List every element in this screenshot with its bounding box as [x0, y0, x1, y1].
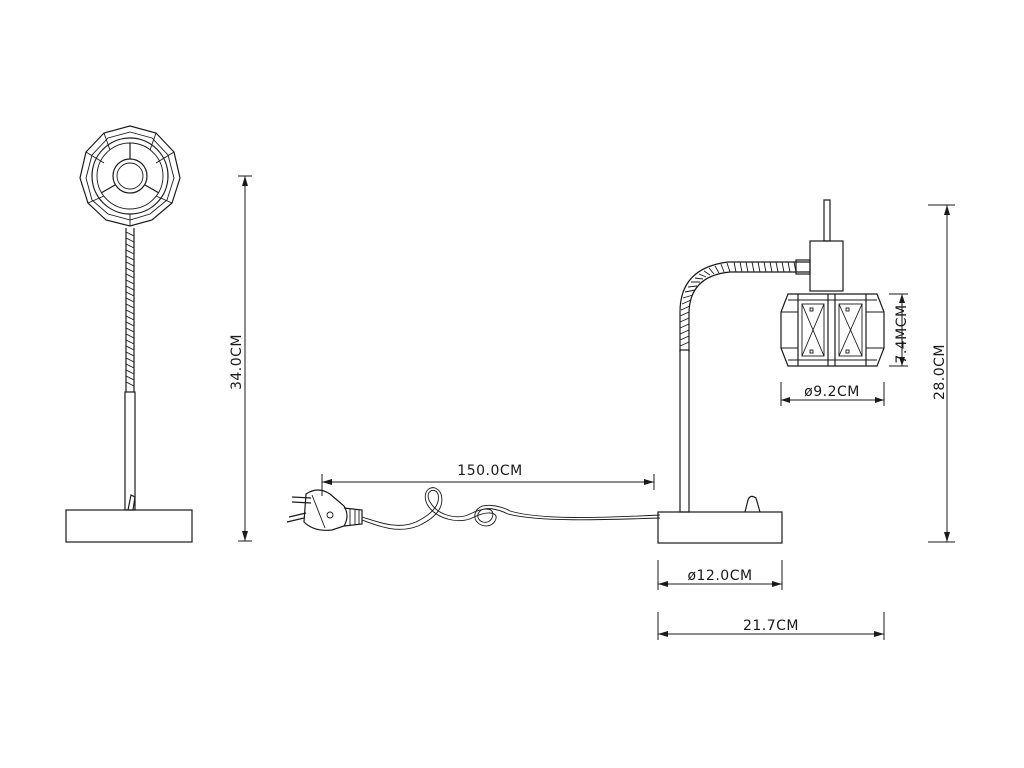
front-height-dimension: 34.0CM: [229, 175, 252, 542]
side-height-dimension: 28.0CM: [928, 204, 955, 543]
front-switch-icon: [127, 494, 136, 511]
base-diameter-label: ø12.0CM: [687, 568, 752, 584]
side-switch-icon: [744, 495, 761, 513]
cable-length-label: 150.0CM: [457, 463, 522, 479]
side-base: [657, 511, 783, 544]
total-depth-label: 21.7CM: [743, 618, 799, 634]
front-shade-icon: [79, 125, 181, 227]
side-socket-housing: [809, 240, 844, 292]
side-height-label: 28.0CM: [932, 344, 948, 400]
shade-diameter-dimension: ø9.2CM: [780, 382, 885, 406]
front-view: 34.0CM: [65, 125, 252, 543]
front-gooseneck: [125, 228, 135, 392]
side-gooseneck: [679, 261, 810, 352]
side-finial: [823, 199, 831, 242]
total-depth-dimension: 21.7CM: [657, 612, 885, 640]
shade-height-dimension: 7.4MCM: [889, 293, 910, 367]
base-diameter-dimension: ø12.0CM: [657, 560, 783, 590]
side-rod: [679, 349, 690, 513]
front-rod: [124, 391, 136, 511]
side-view: 7.4MCM ø9.2CM 28.0CM ø12.0CM: [657, 199, 955, 640]
power-cord: 150.0CM: [286, 463, 661, 531]
shade-diameter-label: ø9.2CM: [804, 384, 860, 400]
front-height-label: 34.0CM: [229, 334, 245, 390]
plug-icon: [286, 489, 363, 531]
shade-height-label: 7.4MCM: [894, 304, 910, 363]
cable-length-dimension: 150.0CM: [321, 463, 655, 496]
front-base: [65, 509, 193, 543]
side-shade-icon: [780, 293, 885, 367]
